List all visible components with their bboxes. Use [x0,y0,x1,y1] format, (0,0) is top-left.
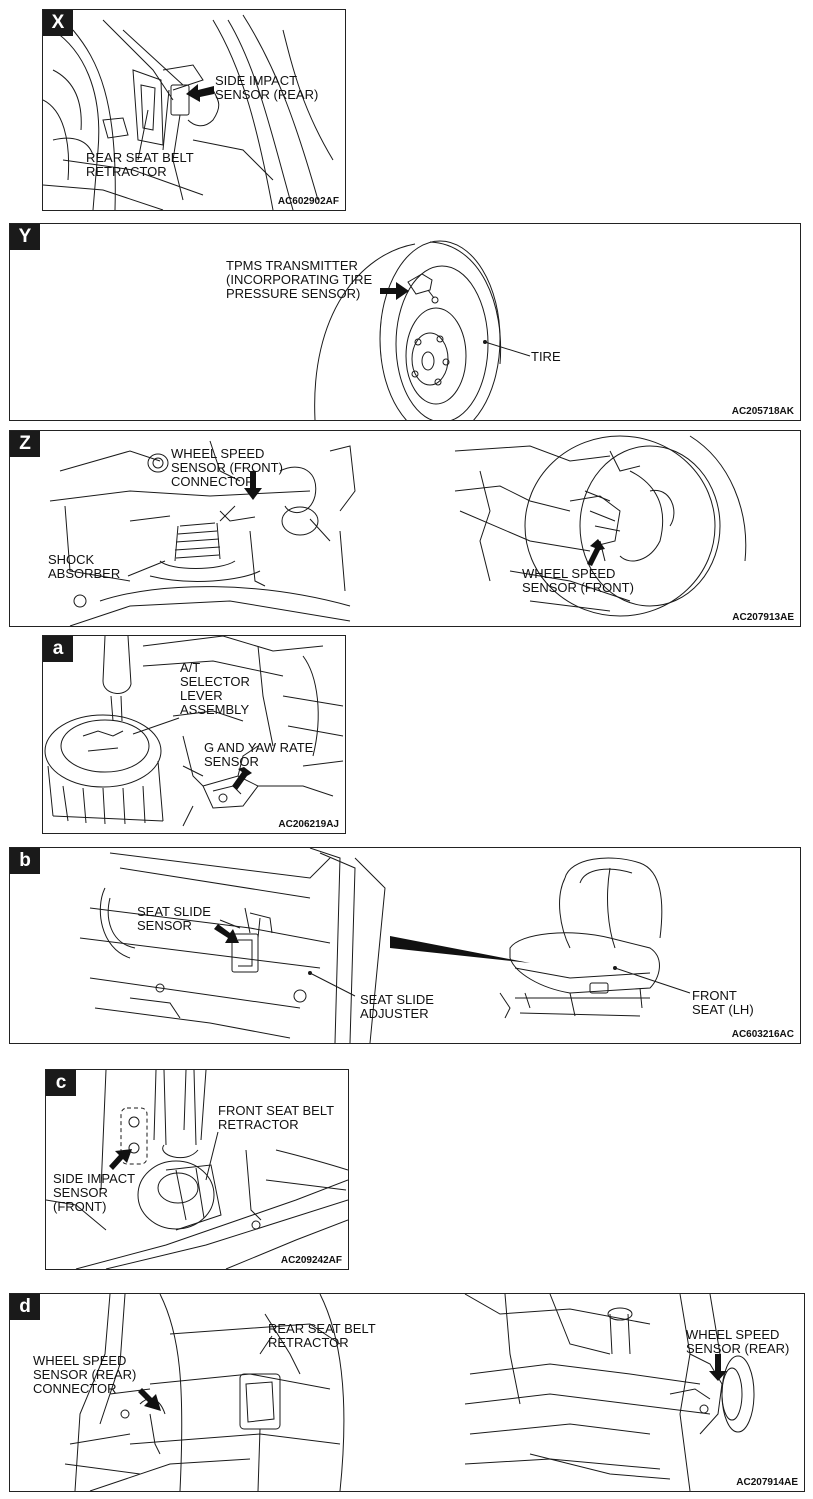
figure-code: AC209242AF [280,1255,342,1266]
label-seat-slide-sensor: SEAT SLIDE SENSOR [137,904,211,933]
label-wheel-speed-sensor-front: WHEEL SPEED SENSOR (FRONT) [522,566,634,595]
pointer-arrow-icon [109,1149,132,1170]
label-rear-seat-belt-retractor: REAR SEAT BELT RETRACTOR [268,1321,376,1350]
figure-code: AC603216AC [731,1029,794,1040]
panel-d: d [9,1293,805,1492]
panel-y: Y TPMS TRANSMITTER (INCORPORATING TIRE P… [9,223,801,421]
label-front-seat-lh: FRONT SEAT (LH) [692,988,754,1017]
panel-badge: d [10,1294,40,1320]
label-at-selector-lever-assembly: A/T SELECTOR LEVER ASSEMBLY [180,660,250,717]
pointer-arrow-icon [186,84,214,102]
pointer-arrow-icon [380,282,409,300]
panel-badge: a [43,636,73,662]
panel-c: c FRONT SEAT BELT RETRACTOR SIDE IMPACT … [45,1069,349,1270]
pointer-arrow-icon [244,471,262,500]
pointer-arrow-icon [214,924,239,943]
panel-badge: X [43,10,73,36]
label-side-impact-sensor-rear: SIDE IMPACT SENSOR (REAR) [215,73,319,102]
panel-b: b [9,847,801,1044]
label-tire: TIRE [531,349,561,364]
panel-c-illustration [46,1070,348,1269]
label-wheel-speed-sensor-rear: WHEEL SPEED SENSOR (REAR) [686,1327,790,1356]
panel-a: a A/T SELECTOR LEVER ASSEMBLY G AN [42,635,346,834]
label-seat-slide-adjuster: SEAT SLIDE ADJUSTER [360,992,434,1021]
label-wheel-speed-sensor-front-connector: WHEEL SPEED SENSOR (FRONT) CONNECTOR [171,446,283,489]
panel-d-illustration [10,1294,804,1491]
figure-code: AC207914AE [736,1477,798,1488]
figure-code: AC207913AE [732,612,794,623]
pointer-arrow-icon [138,1388,161,1411]
panel-x: X SIDE IMPACT SENSOR (REAR) REAR SEAT BE… [42,9,346,211]
pointer-arrow-icon [232,767,252,790]
pointer-arrow-icon [587,539,605,566]
figure-code: AC206219AJ [278,819,339,830]
figure-code: AC205718AK [731,406,794,417]
panel-badge: Y [10,224,40,250]
label-wheel-speed-sensor-rear-connector: WHEEL SPEED SENSOR (REAR) CONNECTOR [33,1353,137,1396]
panel-b-illustration [10,848,800,1043]
panel-z: Z [9,430,801,627]
label-tpms-transmitter: TPMS TRANSMITTER (INCORPORATING TIRE PRE… [226,258,373,301]
panel-a-illustration [43,636,345,833]
panel-y-tire-illustration [10,224,800,420]
panel-badge: Z [10,431,40,457]
pointer-arrow-icon [709,1354,727,1381]
label-rear-seat-belt-retractor: REAR SEAT BELT RETRACTOR [86,150,194,179]
panel-badge: b [10,848,40,874]
label-front-seat-belt-retractor: FRONT SEAT BELT RETRACTOR [218,1103,335,1132]
label-g-and-yaw-rate-sensor: G AND YAW RATE SENSOR [204,740,314,769]
figure-code: AC602902AF [277,196,339,207]
panel-x-illustration [43,10,345,210]
label-side-impact-sensor-front: SIDE IMPACT SENSOR (FRONT) [53,1171,136,1214]
label-shock-absorber: SHOCK ABSORBER [48,552,121,581]
leader-lines [43,10,345,210]
panel-badge: c [46,1070,76,1096]
panel-z-left-illustration [10,431,800,626]
